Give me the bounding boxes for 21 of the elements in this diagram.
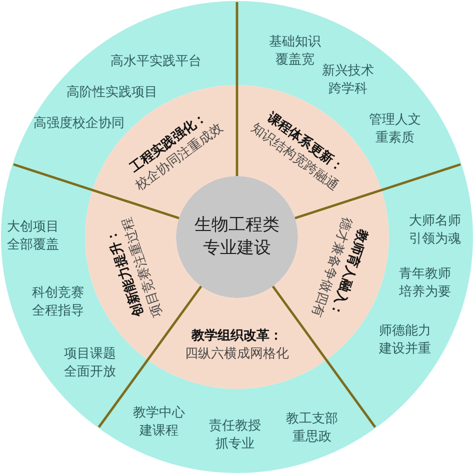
center-title: 生物工程类专业建设 (194, 214, 280, 260)
sector-heading: 教学组织改革： (190, 327, 284, 345)
sector-item: 教工支部重思政 (285, 410, 339, 446)
sector-item: 科创竞赛全程指导 (31, 284, 85, 320)
sector-item: 管理人文重素质 (368, 111, 422, 147)
sector-item: 高水平实践平台 (110, 53, 202, 71)
sector-item: 教学中心建课程 (132, 404, 186, 440)
sector-item: 大师名师引领为魂 (408, 212, 462, 248)
outer-ring-sector (237, 1, 462, 191)
sector-item: 高阶性实践项目 (66, 84, 158, 102)
sector-item: 责任教授抓专业 (208, 417, 262, 453)
sector-item: 基础知识覆盖宽 (268, 33, 322, 69)
sector-item: 青年教师培养为要 (398, 265, 452, 301)
sector-subtitle: 四纵六横成网格化 (184, 345, 290, 363)
outer-ring-sector (12, 1, 238, 191)
center-circle (176, 176, 298, 298)
sector-item: 师德能力建设并重 (378, 322, 432, 358)
sector-item: 高强度校企协同 (32, 115, 126, 133)
sector-item: 项目课题全面开放 (63, 345, 117, 381)
sector-item: 新兴技术跨学科 (321, 62, 375, 98)
sector-item: 大创项目全部覆盖 (6, 218, 60, 254)
